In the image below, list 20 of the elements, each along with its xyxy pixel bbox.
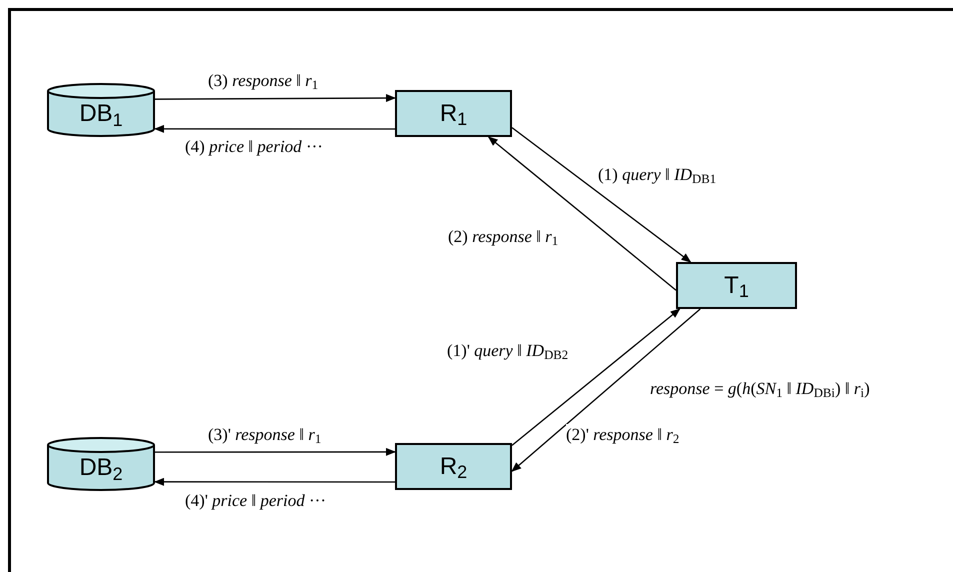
formula-text: response = g(h(SN$_{1}$ ‖ ID$_{DBi}$) ‖ r$_{i}$) <box>650 378 870 400</box>
arrow <box>154 124 395 133</box>
arrow <box>512 127 692 263</box>
edge-label: (2)' response ‖ r$_{2}$ <box>566 424 680 446</box>
process-box <box>676 262 797 309</box>
node-label: DB$_{1}$ <box>79 102 123 126</box>
node-label: R$_{2}$ <box>440 454 468 478</box>
process-box <box>395 443 512 490</box>
process-box <box>395 90 512 137</box>
node-label: T$_{1}$ <box>724 274 749 298</box>
node-label: DB$_{2}$ <box>79 456 123 480</box>
database-cylinder <box>47 437 155 491</box>
arrow <box>155 94 396 102</box>
arrow <box>155 448 396 456</box>
arrow <box>511 308 701 472</box>
arrow <box>154 478 395 486</box>
database-cylinder <box>47 83 155 137</box>
node-label: R$_{1}$ <box>440 102 468 126</box>
arrow <box>488 136 676 291</box>
arrow <box>512 308 680 446</box>
